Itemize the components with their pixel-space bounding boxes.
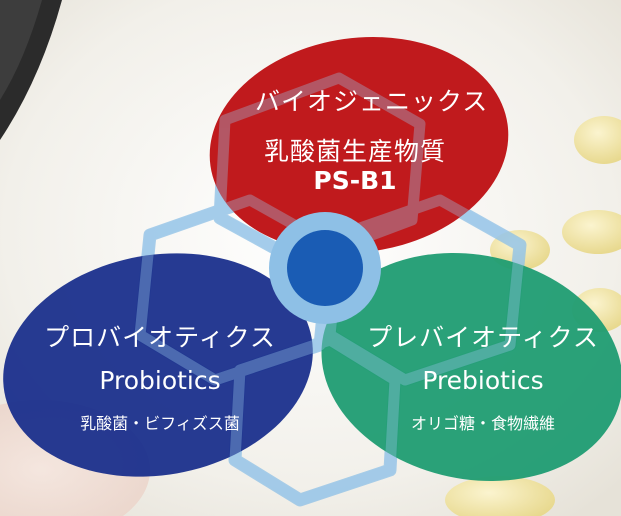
probiotics-title: プロバイオティクス: [44, 323, 276, 352]
prebiotics-node: [321, 252, 621, 482]
biogenics-oval: [209, 37, 509, 253]
probiotics-examples: 乳酸菌・ビフィズス菌: [80, 414, 240, 433]
probiotics-oval: [3, 253, 313, 477]
prebiotics-title: プレバイオティクス: [367, 323, 599, 352]
biogenics-line3: PS-B1: [313, 166, 397, 195]
prebiotics-oval: [321, 252, 621, 482]
biogenics-title: バイオジェニックス: [255, 87, 489, 116]
pill-decoration: [574, 116, 621, 164]
probiotics-english: Probiotics: [99, 366, 221, 395]
pill-decoration: [562, 210, 621, 254]
probiotics-node: [3, 253, 313, 477]
center-hub: [269, 212, 381, 324]
biogenics-node: [209, 37, 509, 253]
biogenics-line2: 乳酸菌生産物質: [263, 137, 446, 166]
center-hub-inner: [287, 230, 363, 306]
prebiotics-english: Prebiotics: [422, 366, 544, 395]
photo-corner-highlight: [0, 0, 42, 100]
hexagon-overlay: [134, 72, 526, 506]
pill-decoration: [445, 476, 555, 516]
prebiotics-examples: オリゴ糖・食物繊維: [410, 414, 555, 433]
